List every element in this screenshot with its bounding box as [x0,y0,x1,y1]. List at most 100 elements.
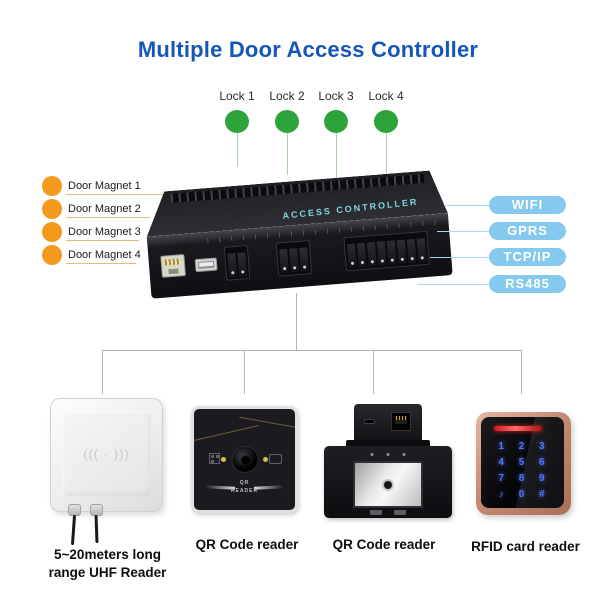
key-hash: # [539,489,545,501]
uhf-reader-device: ((( · ))) [50,398,163,512]
door-magnet-3-connector-line [66,240,139,241]
led-dots [370,453,406,456]
terminal-pin [279,248,290,274]
led-dot [221,457,226,462]
access-controller-device: ACCESS CONTROLLER [143,169,453,299]
ethernet-port [391,412,411,431]
door-magnet-2-label: Door Magnet 2 [68,203,141,215]
tcpip-connector-line [430,257,489,258]
lock-2-connector-line [286,133,288,175]
panel-logo-marks [370,510,406,515]
key-0: 0 [518,489,525,501]
door-magnet-4-indicator [42,245,62,265]
terminal-pin [299,247,309,272]
key-2: 2 [518,440,525,452]
scan-window [353,461,423,508]
terminal-pin [356,242,367,268]
terminal-pin [289,248,299,273]
door-magnet-1-label: Door Magnet 1 [68,180,141,192]
terminal-pin [227,252,238,278]
terminal-pin [416,238,427,263]
badge-rs485: RS485 [489,275,566,293]
terminal-pin [376,241,387,266]
card-icon [269,454,282,464]
badge-tcpip: TCP/IP [489,248,566,266]
branch-line-rfid [521,350,522,394]
micro-usb-port [364,419,375,424]
door-magnet-1-connector-line [66,194,172,195]
rfid-reader-caption: RFID card reader [471,539,580,554]
lock-2-node: Lock 2 [255,89,319,175]
key-6: 6 [539,456,545,468]
terminal-pin [366,241,377,267]
qr-reader-2-port-box [354,404,422,442]
lock-3-label: Lock 3 [318,89,354,103]
key-4: 4 [498,456,504,468]
terminal-block-8pin [343,230,430,272]
door-magnet-3-indicator [42,222,62,242]
door-magnet-3-node: Door Magnet 3 [42,222,141,242]
terminal-block-3pin [275,240,313,277]
door-magnet-2-indicator [42,199,62,219]
lock-4-connector-line [385,133,387,189]
qr-reader-1-device: QR READER [191,406,298,513]
lock-1-indicator [225,110,249,133]
lock-3-node: Lock 3 [304,89,368,183]
lock-4-indicator [374,110,398,133]
door-magnet-3-label: Door Magnet 3 [68,226,141,238]
lock-4-node: Lock 4 [354,89,418,189]
lock-4-label: Lock 4 [368,89,404,103]
terminal-pin [346,243,357,269]
qr-reader-2-device [324,404,452,518]
rs485-connector-line [418,284,489,285]
ethernet-port [160,253,186,278]
key-8: 8 [518,473,525,485]
usb-port [194,257,218,273]
terminal-pin [396,239,407,265]
lock-1-node: Lock 1 [205,89,269,167]
touch-keypad: 1 2 3 4 5 6 7 8 9 ♪ 0 # [491,438,552,503]
qr-reader-2-caption: QR Code reader [332,537,436,552]
lock-3-connector-line [335,133,337,183]
qr-reader-2-lip [346,440,430,447]
branch-line-qr1 [244,350,245,394]
controller-vents [171,174,425,203]
terminal-pin [237,252,248,277]
qr-reader-panel-text: QR READER [230,480,259,494]
led-dot [263,457,268,462]
door-magnet-2-connector-line [66,217,150,218]
lock-3-indicator [324,110,348,133]
key-1: 1 [498,440,504,452]
key-5: 5 [518,456,525,468]
door-magnet-1-indicator [42,176,62,196]
uhf-reader-caption: 5~20meters long range UHF Reader [48,547,167,580]
lock-1-connector-line [236,133,238,167]
door-magnet-2-node: Door Magnet 2 [42,199,141,219]
rfid-wave-icon: ((( · ))) [83,446,130,462]
rfid-glass-panel: 1 2 3 4 5 6 7 8 9 ♪ 0 # [481,417,564,508]
door-magnet-4-label: Door Magnet 4 [68,249,141,261]
door-magnet-4-node: Door Magnet 4 [42,245,141,265]
key-7: 7 [498,473,504,485]
distribution-bus-line [102,350,522,351]
panel-deco-line [194,424,260,443]
camera-lens-icon [231,446,258,473]
door-magnet-1-node: Door Magnet 1 [42,176,141,196]
key-3: 3 [539,440,545,452]
branch-line-qr2 [373,350,374,394]
status-led-bar [494,426,543,431]
terminal-pin [386,240,397,265]
qr-reader-2-scanner-box [324,446,452,518]
branch-line-uhf [102,350,103,394]
page-title: Multiple Door Access Controller [137,37,479,62]
gprs-connector-line [437,231,489,232]
wifi-connector-line [444,205,489,206]
uhf-cable [94,514,99,544]
uhf-cable [70,514,77,546]
lock-1-label: Lock 1 [219,89,255,103]
qr-code-icon [209,453,220,464]
terminal-pin [406,238,417,264]
badge-gprs: GPRS [489,222,566,240]
lock-2-indicator [275,110,299,133]
